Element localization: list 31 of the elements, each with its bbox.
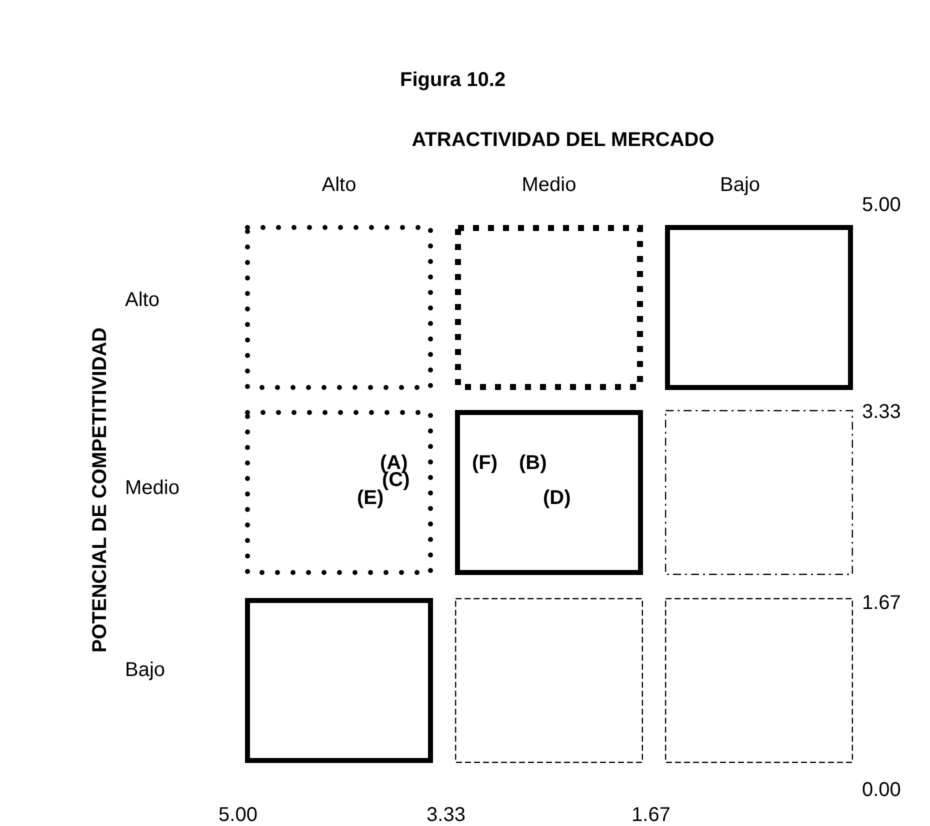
point-label: (C): [382, 470, 410, 490]
matrix-cell: [455, 225, 643, 390]
column-label: Bajo: [720, 175, 760, 195]
point-label: (E): [357, 488, 384, 508]
matrix-cell: [245, 410, 433, 575]
matrix-cell: [455, 598, 643, 763]
point-label: (F): [472, 453, 498, 473]
matrix-cell: [245, 225, 433, 390]
scale-value: 5.00: [218, 805, 258, 825]
scale-value: 3.33: [426, 805, 466, 825]
row-label: Alto: [125, 290, 160, 310]
matrix-cell: [245, 598, 433, 763]
matrix-cell: [455, 410, 643, 575]
matrix-cell: [665, 410, 853, 575]
matrix-cell: [665, 598, 853, 763]
matrix-cell: [665, 225, 853, 390]
point-label: (B): [519, 453, 547, 473]
row-label: Medio: [125, 478, 180, 498]
scale-value: 3.33: [862, 402, 901, 422]
column-label: Alto: [322, 175, 356, 195]
row-label: Bajo: [125, 660, 166, 680]
scale-value: 0.00: [862, 780, 901, 800]
scale-value: 1.67: [632, 805, 670, 825]
scale-value: 1.67: [862, 593, 901, 613]
point-label: (A): [380, 453, 408, 473]
scale-value: 5.00: [862, 195, 901, 215]
column-label: Medio: [522, 175, 576, 195]
point-label: (D): [543, 488, 571, 508]
axis-title: POTENCIAL DE COMPETITIVIDAD: [90, 327, 110, 653]
axis-title: ATRACTIVIDAD DEL MERCADO: [412, 130, 714, 150]
figure-title: Figura 10.2: [400, 70, 506, 90]
